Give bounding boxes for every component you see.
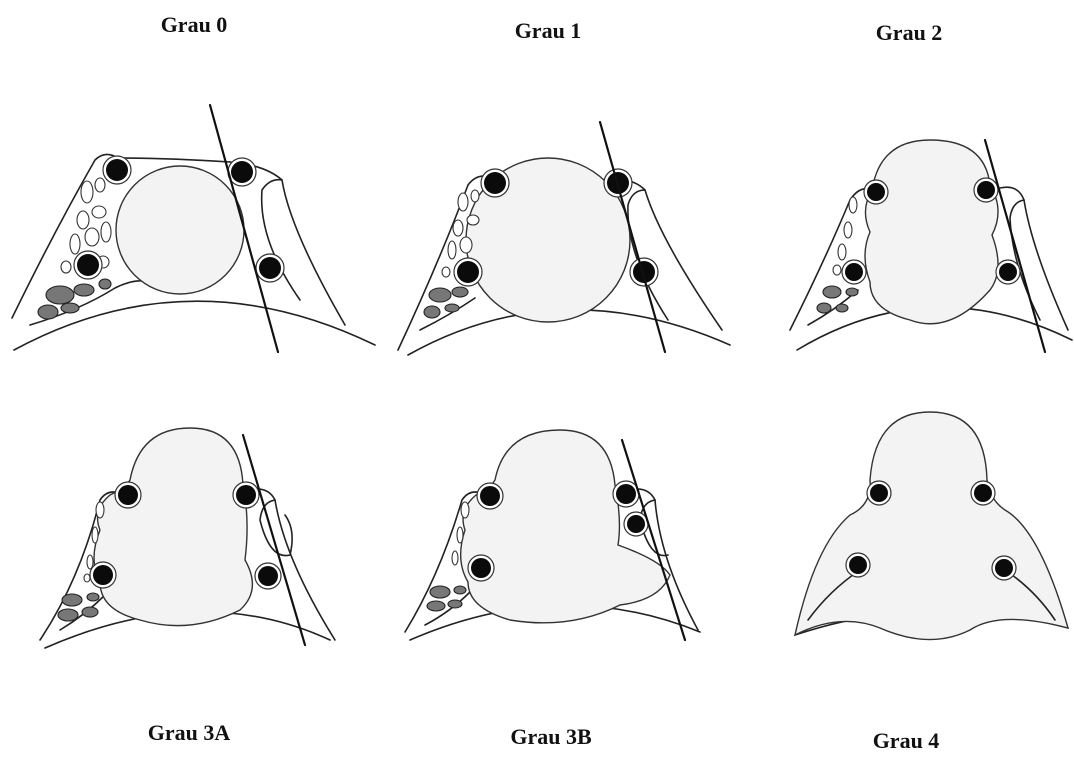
- tumor: [94, 428, 252, 626]
- panel-grau-1: [398, 122, 730, 355]
- panel-grau-0: [12, 105, 375, 352]
- tumor: [116, 166, 244, 294]
- venous-cells: [38, 178, 111, 319]
- venous-cells: [817, 197, 858, 313]
- tumor: [865, 140, 998, 324]
- intercarotid-line: [622, 440, 685, 640]
- panel-grau-4: [795, 412, 1068, 640]
- panel-grau-3b: [405, 430, 700, 640]
- panel-grau-3a: [40, 428, 335, 648]
- intercarotid-line: [243, 435, 305, 645]
- tumor: [795, 412, 1068, 640]
- panel-grau-2: [790, 140, 1072, 352]
